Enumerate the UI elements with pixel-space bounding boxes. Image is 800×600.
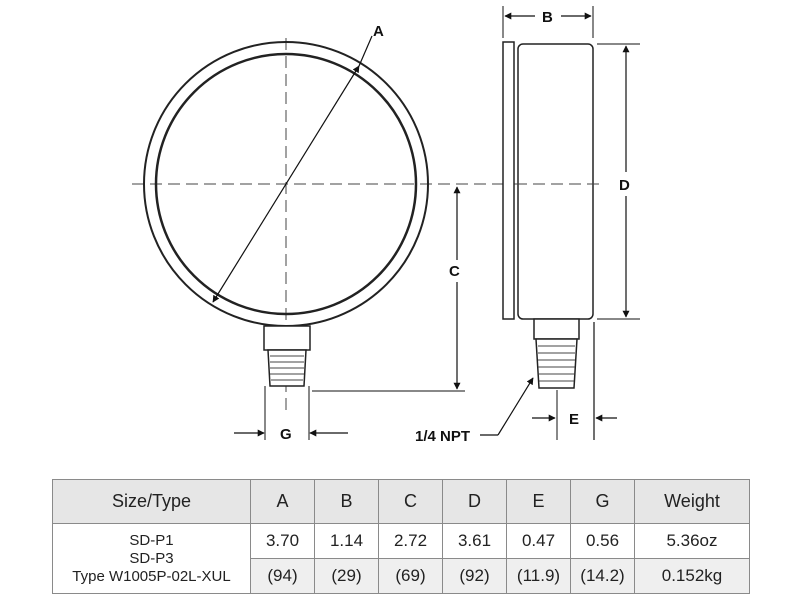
cell-e-imperial: 0.47 <box>506 523 571 559</box>
cell-b-metric: (29) <box>314 558 379 594</box>
gauge-inner-ring <box>154 52 418 316</box>
dimension-c-label: C <box>449 263 460 280</box>
cell-weight-imperial: 5.36oz <box>634 523 750 559</box>
cell-c-imperial: 2.72 <box>378 523 443 559</box>
cell-a-imperial: 3.70 <box>250 523 315 559</box>
table-row-imperial: SD-P1 SD-P3 Type W1005P-02L-XUL 3.70 1.1… <box>52 523 750 594</box>
type-line-1: SD-P1 <box>129 531 174 549</box>
header-e: E <box>506 479 571 524</box>
gauge-dimension-drawing: A G C <box>132 6 640 445</box>
cell-d-metric: (92) <box>442 558 507 594</box>
dimension-a-label: A <box>373 23 384 40</box>
thread-callout-label: 1/4 NPT <box>415 428 470 445</box>
size-type-cell: SD-P1 SD-P3 Type W1005P-02L-XUL <box>52 523 251 594</box>
header-weight: Weight <box>634 479 750 524</box>
dimension-a-line <box>212 65 360 303</box>
dimension-g-label: G <box>280 426 292 443</box>
cell-b-imperial: 1.14 <box>314 523 379 559</box>
front-view: A G C <box>132 23 515 443</box>
cell-g-metric: (14.2) <box>570 558 635 594</box>
header-a: A <box>250 479 315 524</box>
gauge-case <box>517 43 594 320</box>
type-line-2: SD-P3 <box>129 549 174 567</box>
table-header-row: Size/Type A B C D E G Weight <box>52 479 750 524</box>
side-stem-fitting <box>533 318 580 389</box>
cell-e-metric: (11.9) <box>506 558 571 594</box>
type-line-3: Type W1005P-02L-XUL <box>72 567 231 585</box>
side-view: B D E 1/4 NPT <box>415 6 640 445</box>
thread-callout-leader <box>497 377 534 436</box>
stem-fitting <box>263 325 311 387</box>
header-c: C <box>378 479 443 524</box>
header-d: D <box>442 479 507 524</box>
cell-a-metric: (94) <box>250 558 315 594</box>
dimension-a-leader <box>358 35 373 67</box>
cell-c-metric: (69) <box>378 558 443 594</box>
dimension-d-label: D <box>619 177 630 194</box>
table-row-metric: (94) (29) (69) (92) (11.9) (14.2) 0.152k… <box>53 558 750 594</box>
header-b: B <box>314 479 379 524</box>
header-g: G <box>570 479 635 524</box>
dimension-e-label: E <box>569 411 579 428</box>
gauge-bezel <box>502 41 515 320</box>
header-size-type: Size/Type <box>52 479 251 524</box>
cell-d-imperial: 3.61 <box>442 523 507 559</box>
cell-weight-metric: 0.152kg <box>634 558 750 594</box>
cell-g-imperial: 0.56 <box>570 523 635 559</box>
dimension-table: Size/Type A B C D E G Weight SD-P1 SD-P3… <box>52 479 750 594</box>
dimension-b-label: B <box>542 9 553 26</box>
